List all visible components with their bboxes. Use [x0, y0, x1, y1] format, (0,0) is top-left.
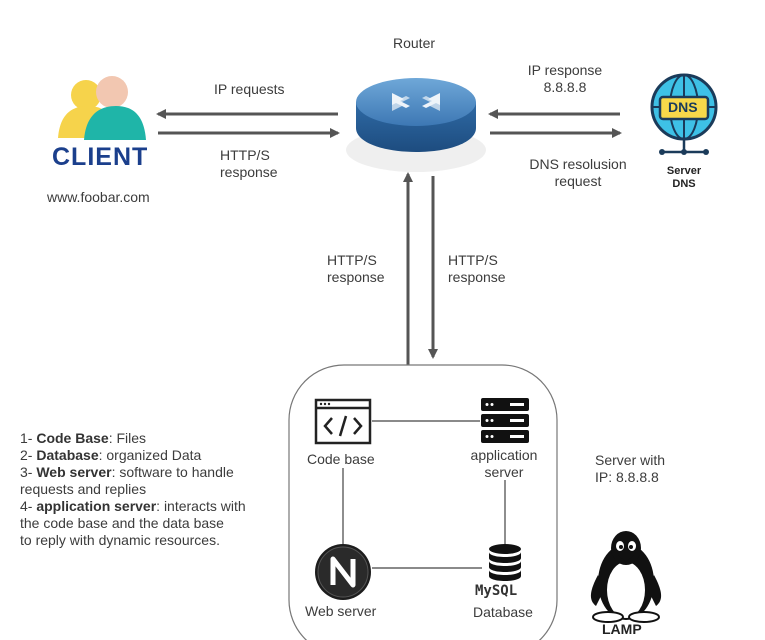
client-logo-text: CLIENT — [52, 143, 149, 171]
server-ip-label: Server with IP: 8.8.8.8 — [595, 452, 665, 486]
server-container — [288, 364, 558, 640]
lamp-label: LAMP — [602, 621, 642, 637]
client-http-response-label: HTTP/S response — [220, 147, 278, 181]
legend-line: 3- Web server: software to handle — [20, 464, 234, 480]
legend-line: the code base and the data base — [20, 515, 224, 531]
server-ip-line1: Server with — [595, 452, 666, 468]
app-server-line2: server — [484, 464, 524, 480]
code-base-icon — [314, 398, 372, 445]
legend-line: 2- Database: organized Data — [20, 447, 202, 463]
nginx-icon — [315, 544, 371, 600]
up-http-line2: response — [327, 269, 385, 285]
mysql-logo-text: MySQL — [475, 583, 518, 599]
down-http-line2: response — [448, 269, 506, 285]
web-server-label: Web server — [305, 603, 377, 619]
database-icon — [489, 544, 521, 581]
up-http-response-label: HTTP/S response — [327, 252, 385, 286]
client-people-icon — [58, 76, 146, 140]
linux-penguin-icon — [590, 531, 662, 623]
dns-resolution-line1: DNS resolusion — [529, 156, 627, 172]
code-base-label: Code base — [307, 451, 375, 467]
legend-line: 4- application server: interacts with — [20, 498, 246, 514]
server-ip-line2: IP: 8.8.8.8 — [595, 469, 659, 485]
app-server-line1: application — [470, 447, 538, 463]
down-http-response-label: HTTP/S response — [448, 252, 506, 286]
application-server-label: application server — [462, 447, 546, 481]
application-server-icon — [481, 398, 529, 443]
dns-resolution-label: DNS resolusion request — [520, 156, 636, 190]
legend: 1- Code Base: Files 2- Database: organiz… — [20, 430, 246, 549]
dns-caption-line2: DNS — [672, 178, 696, 190]
up-http-line1: HTTP/S — [327, 252, 377, 268]
client-url: www.foobar.com — [47, 189, 150, 205]
client-http-response-line1: HTTP/S — [220, 147, 270, 163]
legend-line: requests and replies — [20, 481, 147, 497]
dns-resolution-line2: request — [554, 173, 602, 189]
ip-requests-label: IP requests — [214, 81, 285, 97]
dns-caption: Server DNS — [659, 165, 709, 191]
dns-globe-icon — [650, 73, 718, 155]
router-label: Router — [393, 35, 436, 51]
ip-response-line1: IP response — [527, 62, 603, 78]
client-http-response-line2: response — [220, 164, 278, 180]
legend-line: to reply with dynamic resources. — [20, 532, 220, 548]
legend-line: 1- Code Base: Files — [20, 430, 147, 446]
ip-response-label: IP response 8.8.8.8 — [524, 62, 606, 96]
router-icon — [346, 78, 486, 172]
dns-caption-line1: Server — [666, 165, 702, 177]
server-connections — [342, 420, 506, 569]
down-http-line1: HTTP/S — [448, 252, 498, 268]
dns-badge-text: DNS — [668, 99, 698, 115]
ip-response-line2: 8.8.8.8 — [543, 79, 587, 95]
database-label: Database — [473, 604, 533, 620]
